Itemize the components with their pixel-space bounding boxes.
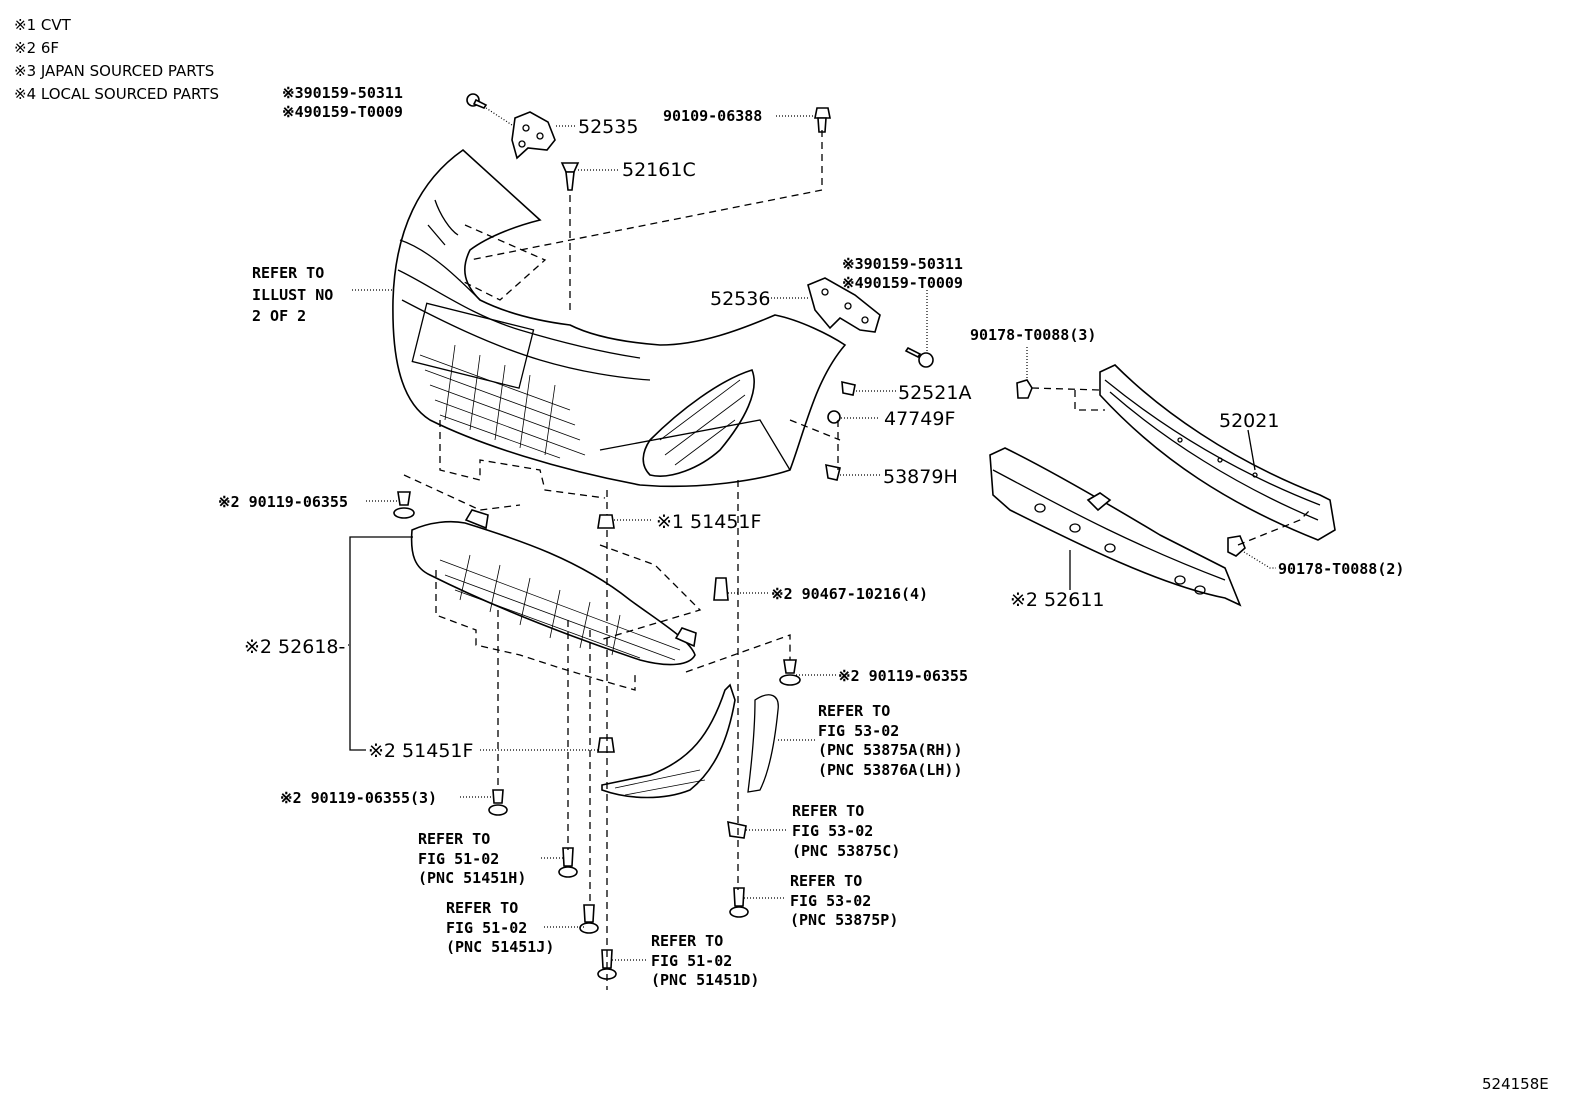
- clip-51451F-bottom: [597, 737, 615, 753]
- legend-note-4: ※4 LOCAL SOURCED PARTS: [14, 85, 219, 103]
- label-refer-53875C-3: (PNC 53875C): [792, 842, 900, 860]
- absorber-52611: [989, 447, 1242, 607]
- label-refer-53875P-1: REFER TO: [790, 872, 862, 890]
- label-51451F-bottom: ※2 51451F: [368, 740, 473, 762]
- clip-53879H: [825, 463, 841, 481]
- label-90467-10216: ※2 90467-10216(4): [771, 585, 928, 603]
- label-refer-53875A-1: REFER TO: [818, 702, 890, 720]
- bolt-90119-3: [488, 789, 508, 816]
- label-52535: 52535: [578, 116, 638, 138]
- label-refer-51451H-2: FIG 51-02: [418, 850, 499, 868]
- leader-lines: [348, 107, 1276, 961]
- label-refer-51451J-2: FIG 51-02: [446, 919, 527, 937]
- label-refer-51451H-1: REFER TO: [418, 830, 490, 848]
- reinforcement-52021: [1099, 364, 1336, 541]
- label-90159-T0009-top: ※490159-T0009: [282, 103, 403, 121]
- label-52521A: 52521A: [898, 382, 971, 404]
- nut-90159-mid: [904, 346, 934, 368]
- label-52611: ※2 52611: [1010, 589, 1105, 611]
- label-refer-53875A-3: (PNC 53875A(RH)): [818, 741, 963, 759]
- bolt-51451H: [558, 847, 578, 878]
- bumper-cover: [392, 148, 847, 488]
- nut-90178-2: [1227, 535, 1246, 557]
- label-90159-50311-mid: ※390159-50311: [842, 255, 963, 273]
- legend-note-1: ※1 CVT: [14, 16, 72, 34]
- fasteners: [393, 93, 1246, 980]
- bolt-53875P: [729, 887, 749, 918]
- label-refer-53875A-2: FIG 53-02: [818, 722, 899, 740]
- label-refer-53875A-4: (PNC 53876A(LH)): [818, 761, 963, 779]
- legend-note-3: ※3 JAPAN SOURCED PARTS: [14, 62, 214, 80]
- clip-53875C: [727, 820, 747, 839]
- label-refer-51451D-2: FIG 51-02: [651, 952, 732, 970]
- bracket-52535: [511, 111, 556, 160]
- label-52021: 52021: [1219, 410, 1279, 432]
- bolt-51451J: [579, 904, 599, 934]
- label-refer-illust-2: ILLUST NO: [252, 286, 333, 304]
- label-refer-51451J-1: REFER TO: [446, 899, 518, 917]
- label-90119-06355-3: ※2 90119-06355(3): [280, 789, 437, 807]
- bolt-90109: [814, 107, 831, 133]
- bolt-90119-right: [779, 659, 801, 686]
- assembly-lines: [403, 130, 1311, 990]
- label-47749F: 47749F: [884, 408, 955, 430]
- label-52536: 52536: [710, 288, 770, 310]
- clip-90467: [713, 577, 729, 601]
- undercover-52618: [410, 509, 697, 666]
- label-refer-51451D-1: REFER TO: [651, 932, 723, 950]
- label-90178-T0088-3: 90178-T0088(3): [970, 326, 1096, 344]
- bracket-52536: [807, 277, 881, 333]
- label-90159-50311-top: ※390159-50311: [282, 84, 403, 102]
- callout-labels: ※390159-50311 ※490159-T0009 52535 90109-…: [218, 84, 1549, 1093]
- legend: ※1 CVT ※2 6F ※3 JAPAN SOURCED PARTS ※4 L…: [14, 16, 219, 103]
- label-refer-illust-1: REFER TO: [252, 264, 324, 282]
- label-refer-illust-3: 2 OF 2: [252, 307, 306, 325]
- label-refer-51451H-3: (PNC 51451H): [418, 869, 526, 887]
- clip-51451F-top: [597, 514, 615, 529]
- clip-52161C: [560, 162, 580, 191]
- label-refer-53875P-3: (PNC 53875P): [790, 911, 898, 929]
- label-52161C: 52161C: [622, 159, 696, 181]
- clip-47749F: [827, 410, 841, 424]
- label-52618: ※2 52618-: [244, 636, 345, 658]
- label-90159-T0009-mid: ※490159-T0009: [842, 274, 963, 292]
- label-refer-53875C-1: REFER TO: [792, 802, 864, 820]
- label-51451F-top: ※1 51451F: [656, 511, 761, 533]
- label-refer-53875C-2: FIG 53-02: [792, 822, 873, 840]
- bolt-90159-top: [466, 93, 488, 109]
- label-53879H: 53879H: [883, 466, 958, 488]
- label-refer-51451J-3: (PNC 51451J): [446, 938, 554, 956]
- bolt-90119-left: [393, 491, 415, 519]
- label-refer-53875P-2: FIG 53-02: [790, 892, 871, 910]
- label-90109-06388: 90109-06388: [663, 107, 762, 125]
- nut-90178-3: [1016, 379, 1033, 399]
- label-refer-51451D-3: (PNC 51451D): [651, 971, 759, 989]
- label-90119-06355-right: ※2 90119-06355: [838, 667, 968, 685]
- figure-id: 524158E: [1482, 1075, 1549, 1093]
- clip-52521A: [841, 380, 856, 396]
- label-90119-06355-left: ※2 90119-06355: [218, 493, 348, 511]
- label-90178-T0088-2: 90178-T0088(2): [1278, 560, 1404, 578]
- legend-note-2: ※2 6F: [14, 39, 59, 57]
- side-shield: [601, 683, 779, 799]
